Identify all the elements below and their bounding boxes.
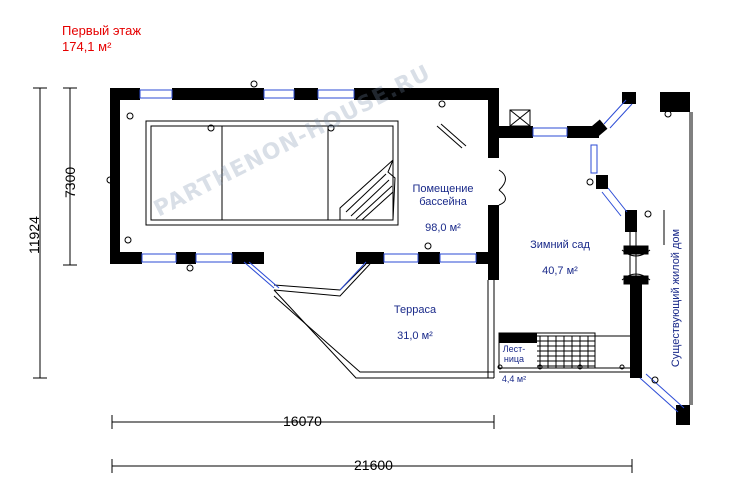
stairs-label: Лест- ница 4,4 м²: [497, 334, 531, 394]
winter-garden-walls: [499, 92, 690, 425]
pool-room-name: Помещение бассейна: [412, 183, 474, 208]
dimension-width-main: 16070: [283, 413, 322, 429]
dimension-lines: [33, 87, 633, 473]
pool-basin: [145, 120, 399, 226]
dimension-height-main: 7300: [62, 166, 78, 198]
terrace-area: 31,0 м²: [397, 330, 433, 342]
stairs-area: 4,4 м²: [501, 374, 527, 384]
terrace-label: Терраса 31,0 м²: [375, 291, 455, 356]
winter-garden-name: Зимний сад: [530, 239, 590, 251]
pool-hall-door: [436, 123, 506, 206]
floor-title: Первый этаж: [62, 23, 142, 38]
light-fixtures: [106, 80, 672, 384]
pool-hall-walls: [110, 88, 499, 280]
total-area: 174,1 м²: [62, 39, 112, 54]
pool-hall-windows: [139, 89, 477, 263]
staircase: [498, 332, 630, 373]
dimension-width-total: 21600: [354, 457, 393, 473]
dimension-height-total: 11924: [26, 216, 42, 254]
neighbor-house-walls: [621, 112, 693, 405]
terrace-name: Терраса: [393, 304, 437, 316]
winter-garden-label: Зимний сад 40,7 м²: [515, 226, 605, 291]
stairs-name: Лест- ница: [502, 344, 526, 364]
winter-garden-area: 40,7 м²: [542, 265, 578, 277]
pool-room-area: 98,0 м²: [425, 222, 461, 234]
vent-box: [509, 109, 531, 127]
pool-room-label: Помещение бассейна 98,0 м²: [398, 170, 488, 248]
neighbor-house-label: Существующий жилой дом: [670, 228, 682, 368]
terrace-glazing: [243, 261, 367, 291]
